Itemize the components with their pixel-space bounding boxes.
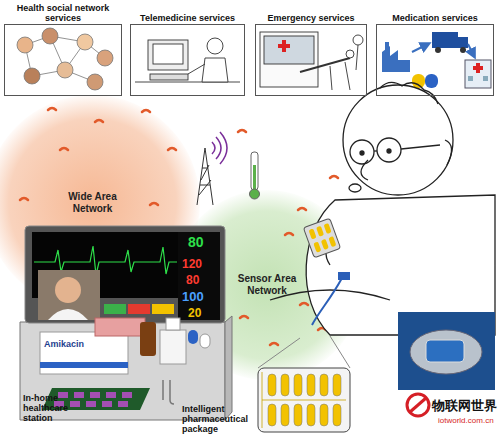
service-box: Emergency services (255, 24, 367, 96)
service-box: Telemedicine services (130, 24, 245, 96)
service-box: Health social network services (4, 24, 122, 96)
antenna-tower (197, 132, 227, 205)
component-group: Intelligent pharmaceutical package (150, 360, 355, 440)
component-label: In-home healthcare station (23, 393, 93, 423)
wrist-sensor (338, 272, 350, 280)
service-heading: Telemedicine services (127, 13, 248, 23)
healthcare-station (20, 226, 232, 420)
product-name: Amikacin (44, 340, 84, 349)
ambulance-sketch (260, 32, 363, 90)
zone-label: Sensor Area Network (232, 273, 302, 297)
sensor-wire (312, 278, 342, 325)
thermometer (250, 152, 260, 199)
vital-reading: 80 (188, 235, 204, 249)
medication-sketch (382, 32, 491, 88)
vital-reading: 80 (186, 274, 199, 286)
social-network-sketch (17, 28, 113, 90)
watermark: iotworld.com.cn (438, 417, 494, 425)
watermark-logo (407, 394, 429, 416)
vital-reading: 120 (182, 258, 202, 270)
vital-reading: 20 (188, 307, 201, 319)
telemedicine-sketch (135, 38, 240, 82)
service-heading: Health social network services (1, 3, 125, 23)
component-label: Intelligent pharmaceutical package (182, 404, 254, 434)
service-heading: Medication services (373, 13, 497, 23)
service-box: Medication services (376, 24, 494, 96)
zone-label: Wide Area Network (58, 191, 128, 215)
pill-blister (258, 368, 350, 432)
service-heading: Emergency services (252, 13, 370, 23)
watermark: 物联网世界 (432, 399, 497, 412)
wristband-photo (398, 312, 495, 390)
vital-reading: 100 (182, 290, 204, 303)
